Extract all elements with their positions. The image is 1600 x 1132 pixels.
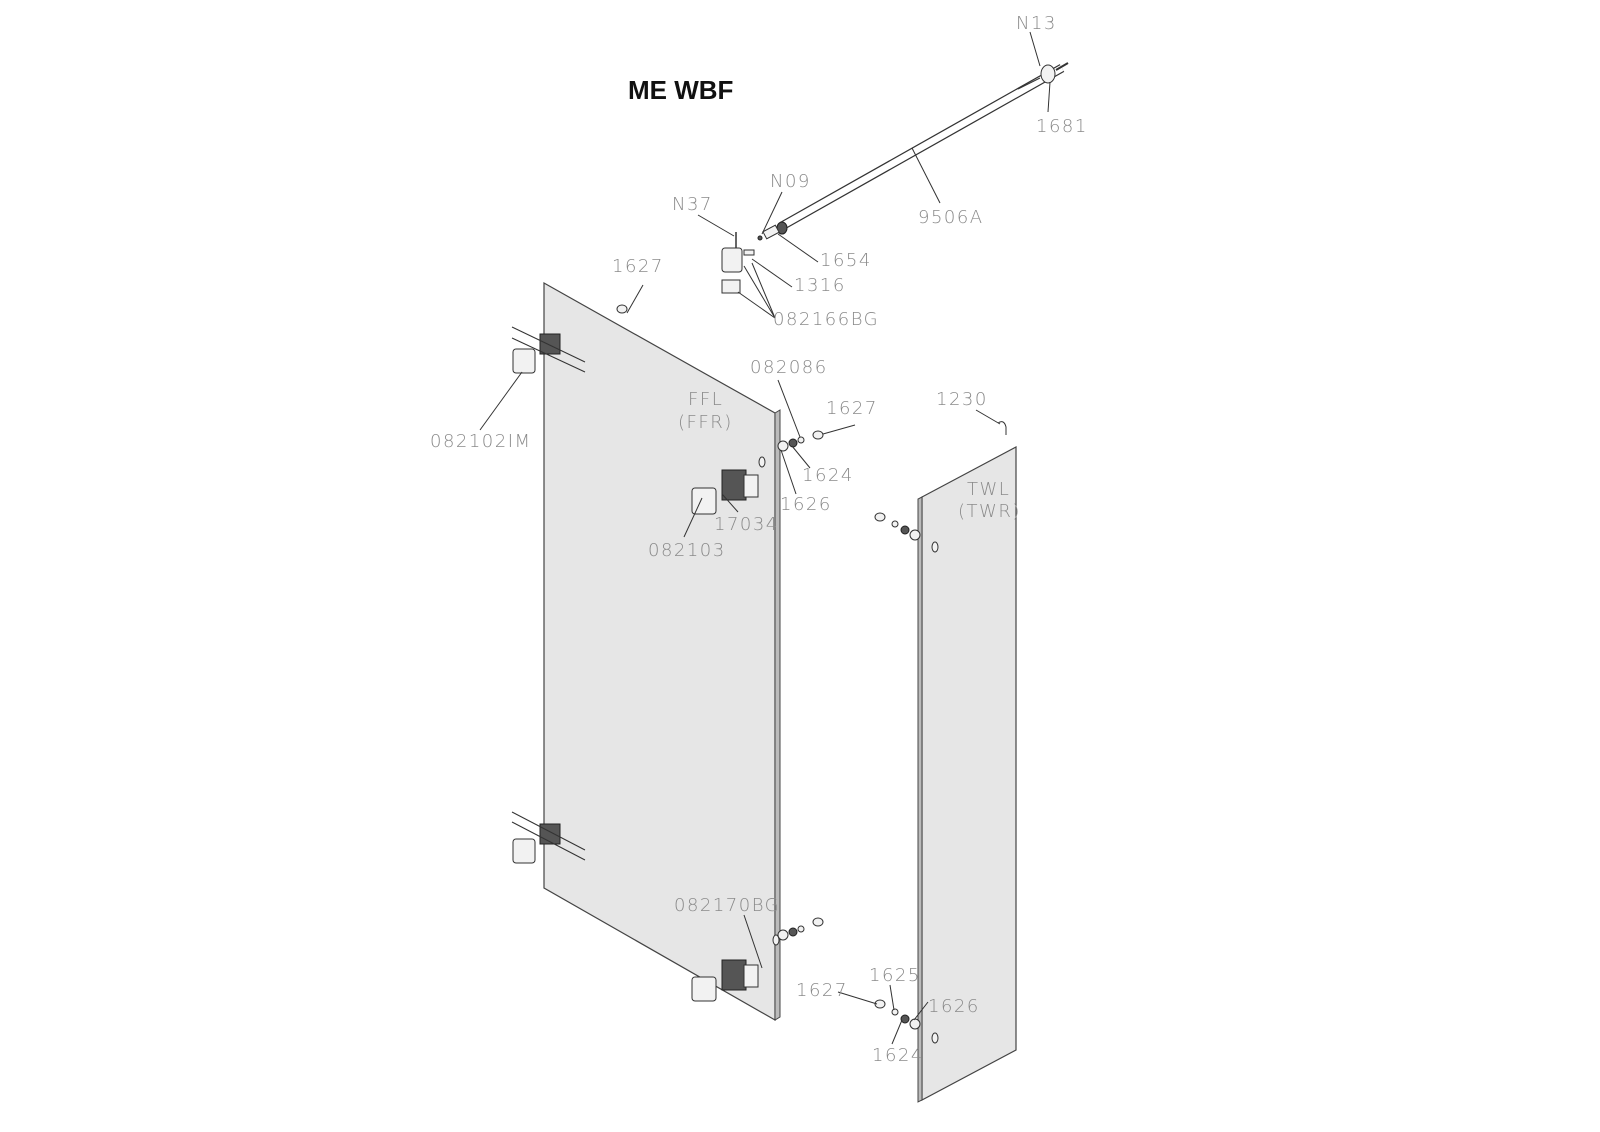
label-082166bg: 082166BG xyxy=(773,309,879,330)
diagram-title: ME WBF xyxy=(628,75,733,105)
label-n37: N37 xyxy=(672,194,713,215)
label-1230: 1230 xyxy=(936,389,988,410)
lock-lower xyxy=(691,934,780,1002)
label-1627-mid: 1627 xyxy=(826,398,878,419)
label-1624-mid: 1624 xyxy=(802,465,854,486)
label-1625: 1625 xyxy=(869,965,921,986)
label-1626-bottom: 1626 xyxy=(928,996,980,1017)
label-082103: 082103 xyxy=(648,540,726,561)
wall-panel-alt-label: (TWR) xyxy=(958,501,1021,522)
label-082170bg: 082170BG xyxy=(674,895,780,916)
label-n09: N09 xyxy=(770,171,811,192)
hinge-bottom xyxy=(511,811,586,864)
label-1654: 1654 xyxy=(820,250,872,271)
label-9506a: 9506A xyxy=(918,207,984,228)
fastener-sets xyxy=(616,304,1007,1030)
label-17034: 17034 xyxy=(714,514,779,535)
label-1624-bottom: 1624 xyxy=(872,1045,924,1066)
label-1316: 1316 xyxy=(794,275,846,296)
label-082086: 082086 xyxy=(750,357,828,378)
door-panel-alt-label: (FFR) xyxy=(678,412,733,433)
hinge-top xyxy=(511,326,586,374)
door-panel: FFL (FFR) xyxy=(543,281,781,1022)
label-1627-bottom: 1627 xyxy=(796,980,848,1001)
door-panel-label: FFL xyxy=(688,389,723,410)
part-labels: N13 1681 9506A N09 N37 1654 1316 082166B… xyxy=(430,13,1088,1066)
label-1627-top: 1627 xyxy=(612,256,664,277)
label-082102im: 082102IM xyxy=(430,431,532,452)
leader-lines xyxy=(479,31,1051,1045)
headrail-rod xyxy=(757,62,1069,241)
headrail-bracket xyxy=(721,232,755,294)
label-1626-mid: 1626 xyxy=(780,494,832,515)
label-n13: N13 xyxy=(1016,13,1057,34)
label-1681: 1681 xyxy=(1036,116,1088,137)
wall-panel: TWL (TWR) xyxy=(917,446,1021,1103)
wall-panel-label: TWL xyxy=(967,479,1010,500)
